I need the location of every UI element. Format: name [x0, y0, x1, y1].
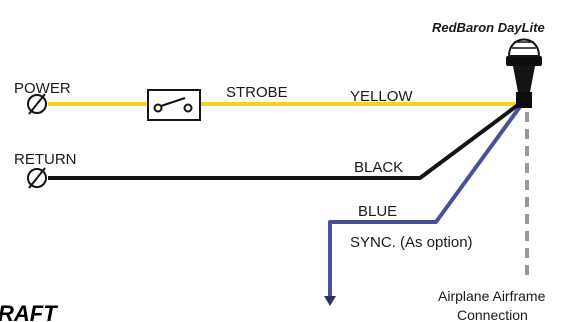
airframe-label-line2: Connection — [457, 307, 528, 322]
return-terminal-symbol — [27, 167, 47, 189]
blue-wire-label: BLUE — [358, 203, 397, 220]
product-title: RedBaron DayLite — [432, 20, 545, 35]
strobe-label: STROBE — [226, 84, 288, 101]
sync-note: SYNC. (As option) — [350, 234, 473, 251]
strobe-switch — [147, 89, 201, 121]
yellow-wire-label: YELLOW — [350, 88, 413, 105]
blue-wire-arrowhead — [324, 296, 336, 306]
black-wire — [48, 100, 524, 180]
partial-heading: RAFT — [0, 301, 58, 322]
return-label: RETURN — [14, 151, 77, 168]
airframe-label-line1: Airplane Airframe — [438, 288, 546, 304]
black-wire-label: BLACK — [354, 159, 403, 176]
blue-wire — [328, 102, 524, 298]
power-terminal-symbol — [27, 93, 47, 115]
power-label: POWER — [14, 80, 71, 97]
strobe-light-icon — [506, 38, 542, 108]
